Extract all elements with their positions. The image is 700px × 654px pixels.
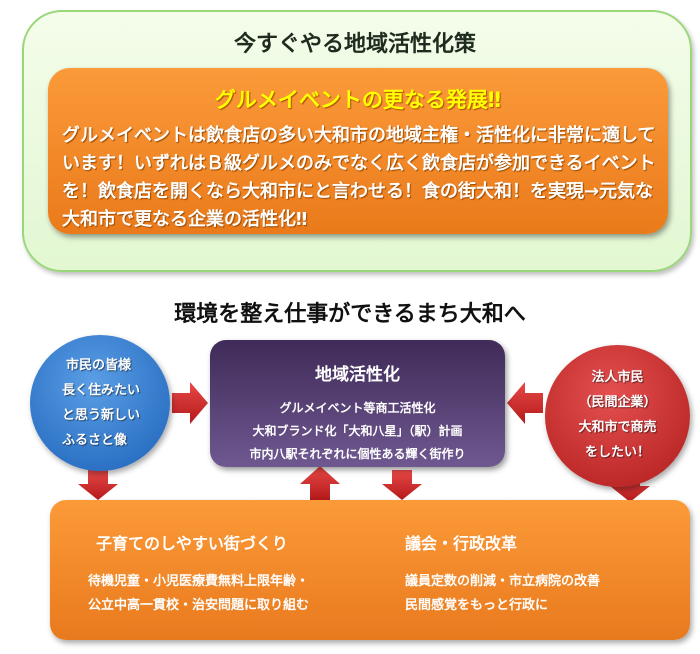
policy-box: 子育てのしやすい街づくり 待機児童・小児医療費無料上限年齢・ 公立中高一貫校・治…: [50, 500, 690, 640]
corporate-circle: 法人市民 （民間企業） 大和市で商売 をしたい！: [545, 345, 690, 487]
corporate-line: 法人市民: [591, 370, 644, 385]
corporate-line: 大和市で商売: [578, 420, 657, 435]
corporate-line: をしたい！: [584, 445, 650, 460]
citizens-line: 長く住みたい: [62, 383, 141, 398]
citizens-line: 市民の皆様: [66, 358, 132, 373]
citizens-line: ふるさと像: [62, 433, 128, 448]
arrow-down-icon: [78, 470, 118, 500]
citizens-circle: 市民の皆様 長く住みたい と思う新しい ふるさと像: [30, 335, 170, 471]
box-line: 市内八駅それぞれに個性ある輝く街作り: [249, 447, 466, 461]
regional-revitalization-box: 地域活性化 グルメイベント等商工活性化 大和ブランド化「大和八星」（駅）計画 市…: [210, 340, 505, 467]
box-title: 地域活性化: [315, 365, 400, 385]
box-line: 大和ブランド化「大和八星」（駅）計画: [252, 424, 463, 438]
reform-line: 民間感覚をもっと行政に: [405, 598, 549, 613]
gourmet-card: [48, 68, 668, 234]
gourmet-body: グルメイベントは飲食店の多い大和市の地域主権・活性化に非常に適しています！いずれ…: [62, 125, 656, 230]
reform-line: 議員定数の削減・市立病院の改善: [405, 574, 601, 589]
panel-title: 今すぐやる地域活性化策: [233, 32, 476, 57]
arrow-down-icon: [382, 470, 422, 500]
citizens-line: と思う新しい: [62, 408, 141, 423]
reform-section: 議会・行政改革 議員定数の削減・市立病院の改善 民間感覚をもっと行政に: [405, 530, 600, 618]
middle-title: 環境を整え仕事ができるまち大和へ: [174, 302, 526, 327]
arrow-up-icon: [300, 466, 340, 500]
gourmet-heading: グルメイベントの更なる発展‼: [214, 88, 502, 112]
box-line: グルメイベント等商工活性化: [279, 401, 436, 415]
childcare-line: 待機児童・小児医療費無料上限年齢・: [88, 574, 310, 589]
childcare-line: 公立中高一貫校・治安問題に取り組む: [88, 598, 310, 613]
corporate-line: （民間企業）: [578, 395, 657, 410]
reform-heading: 議会・行政改革: [405, 534, 518, 553]
childcare-section: 子育てのしやすい街づくり 待機児童・小児医療費無料上限年齢・ 公立中高一貫校・治…: [88, 530, 309, 618]
arrow-right-icon: [172, 382, 208, 424]
childcare-heading: 子育てのしやすい街づくり: [96, 534, 288, 553]
arrow-left-icon: [507, 382, 543, 424]
